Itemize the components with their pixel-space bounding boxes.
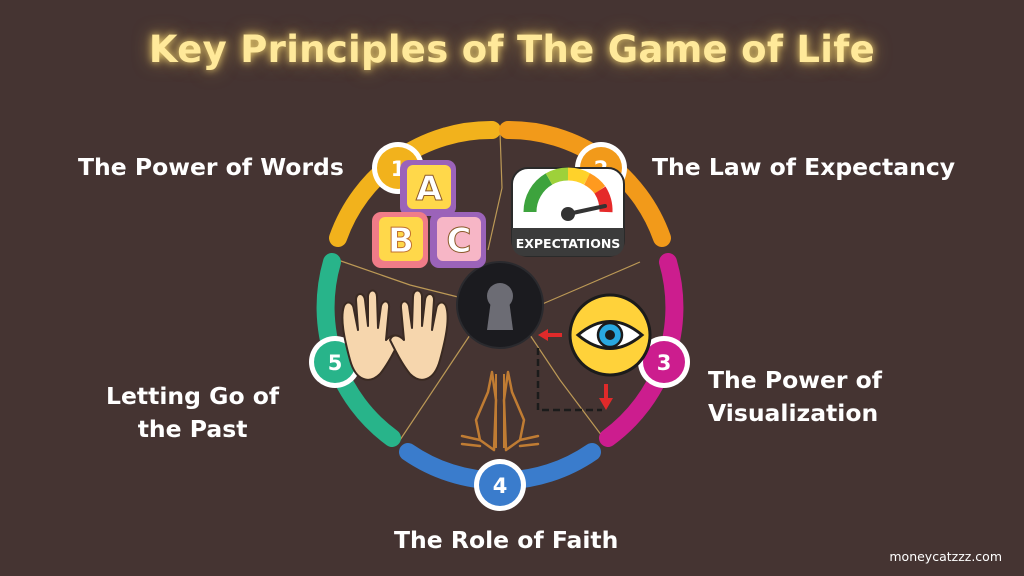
keyhole-icon [456, 261, 544, 349]
block-c: C [430, 212, 486, 268]
label-letting-go-line-1: Letting Go of [106, 382, 280, 410]
gauge-text: EXPECTATIONS [516, 236, 621, 251]
abc-blocks-icon: A B C [372, 160, 486, 268]
block-c-letter: C [447, 221, 472, 261]
eye-icon [536, 293, 652, 412]
block-b: B [372, 212, 428, 268]
label-power-of-visualization-line-2: Visualization [708, 399, 879, 427]
page-title: Key Principles of The Game of Life [148, 28, 876, 71]
footer-url: moneycatzzz.com [889, 549, 1002, 564]
label-power-of-visualization-line-1: The Power of [708, 366, 883, 394]
label-law-of-expectancy: The Law of Expectancy [652, 153, 956, 181]
label-letting-go-line-2: the Past [137, 415, 248, 443]
block-a-letter: A [416, 169, 443, 209]
praying-hands-icon [460, 370, 540, 452]
open-hands-icon [341, 289, 449, 381]
label-power-of-visualization: The Power of Visualization [708, 364, 882, 430]
expectations-gauge-icon: EXPECTATIONS [511, 167, 625, 257]
block-a: A [400, 160, 456, 216]
label-letting-go-of-the-past: Letting Go of the Past [106, 380, 279, 446]
badge-4-number: 4 [493, 474, 508, 498]
badge-3: 3 [638, 336, 690, 388]
label-role-of-faith: The Role of Faith [394, 526, 619, 554]
block-b-letter: B [388, 221, 414, 261]
badge-3-number: 3 [657, 351, 672, 375]
badge-5-number: 5 [328, 351, 343, 375]
label-power-of-words: The Power of Words [78, 153, 344, 181]
divider-lines [337, 131, 641, 441]
badge-4: 4 [474, 459, 526, 511]
